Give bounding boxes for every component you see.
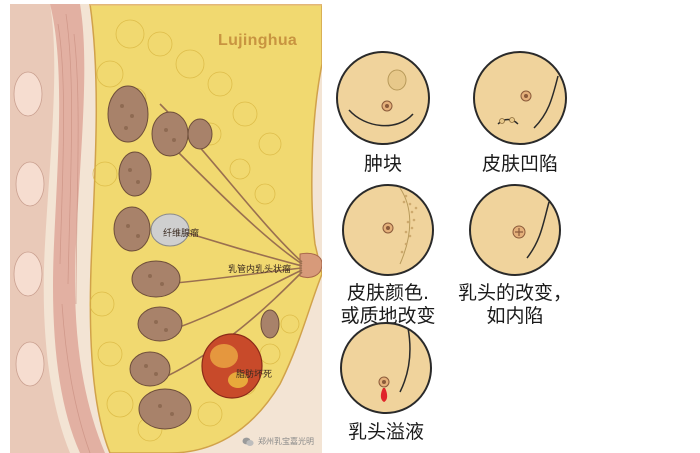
skin-dimpling-breast-icon bbox=[473, 51, 567, 145]
anatomy-drawing bbox=[10, 4, 322, 453]
skin-change-label-line2: 或质地改变 bbox=[340, 305, 436, 327]
symptom-skin-change: 皮肤颜色. 或质地改变 bbox=[340, 182, 436, 328]
fibroadenoma-label: 纤维腺瘤 bbox=[163, 229, 200, 239]
source-credit-text: 郑州乳宝嘉光明 bbox=[258, 437, 314, 446]
skin-dimpling-label: 皮肤凹陷 bbox=[481, 153, 558, 175]
symptom-nipple-change: 乳头的改变， 如内陷 bbox=[458, 182, 572, 328]
breast-anatomy-illustration: Lujinghua 纤维腺瘤 乳管内乳头状瘤 脂肪坏死 郑州乳宝嘉光明 bbox=[10, 4, 322, 453]
skin-change-label-line1: 皮肤颜色. bbox=[346, 282, 430, 304]
fat-necrosis-label: 脂肪坏死 bbox=[236, 370, 273, 380]
artist-watermark: Lujinghua bbox=[218, 32, 298, 49]
symptom-nipple-discharge: 乳头溢液 bbox=[338, 320, 434, 444]
source-credit: 郑州乳宝嘉光明 bbox=[242, 436, 314, 447]
lump-breast-icon bbox=[336, 51, 430, 145]
nipple-change-label: 乳头的改变， 如内陷 bbox=[458, 282, 572, 328]
nipple-discharge-label: 乳头溢液 bbox=[347, 421, 424, 443]
intraductal-papilloma-label: 乳管内乳头状瘤 bbox=[228, 265, 292, 275]
nipple-change-breast-icon bbox=[469, 184, 561, 276]
symptom-lump: 肿块 bbox=[335, 48, 431, 176]
skin-change-breast-icon bbox=[342, 184, 434, 276]
lump-label: 肿块 bbox=[363, 153, 402, 175]
skin-change-label: 皮肤颜色. 或质地改变 bbox=[340, 282, 435, 328]
nipple-change-label-line2: 如内陷 bbox=[486, 305, 544, 327]
wechat-icon bbox=[242, 437, 254, 447]
nipple-change-label-line1: 乳头的改变， bbox=[458, 282, 573, 304]
nipple-discharge-breast-icon bbox=[340, 322, 432, 414]
symptom-skin-dimpling: 皮肤凹陷 bbox=[472, 48, 568, 176]
